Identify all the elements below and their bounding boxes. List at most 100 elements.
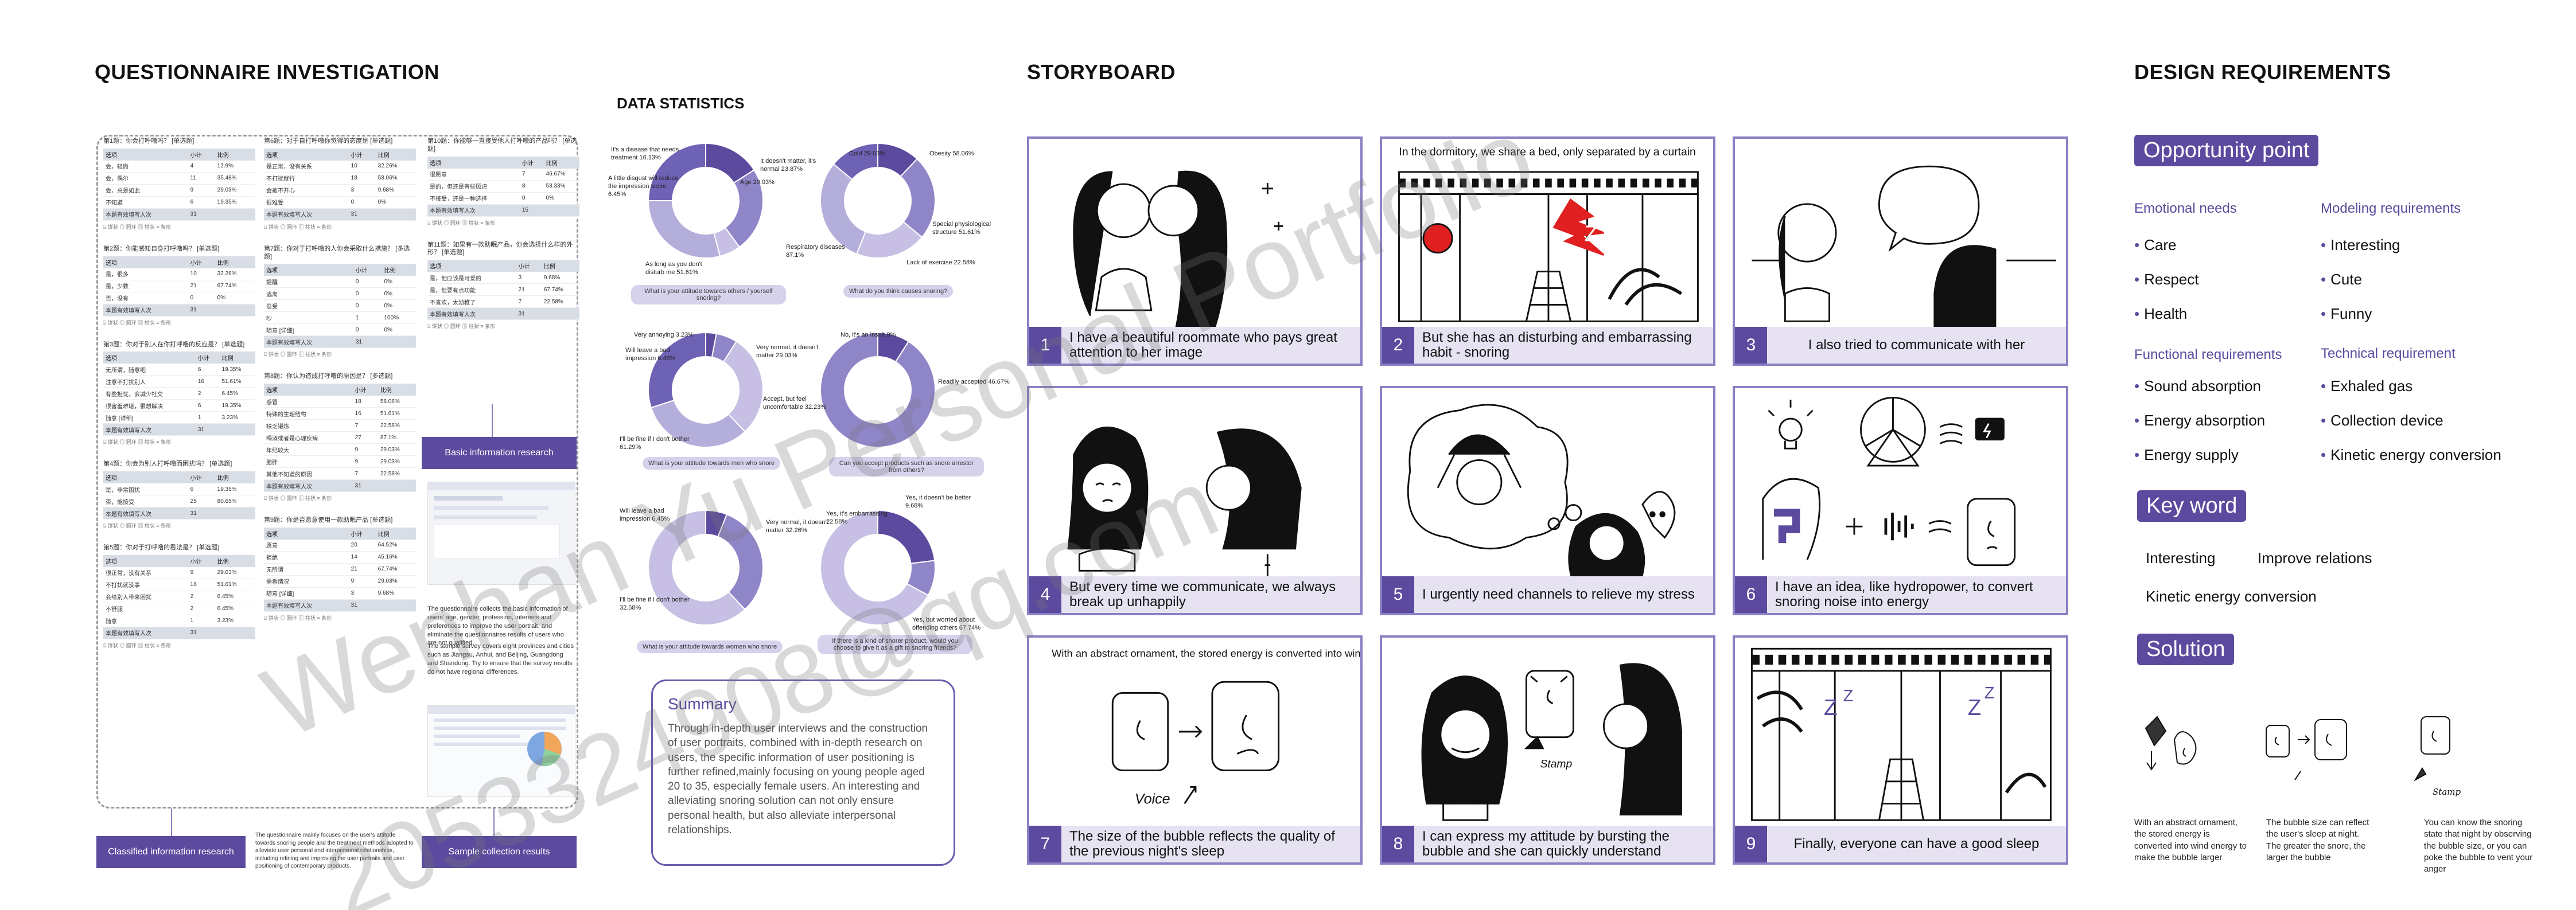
table-cell: 8: [519, 180, 544, 193]
storyboard-panel-8: Stamp 8 I can express my attitude by bur…: [1380, 635, 1715, 865]
summary-text: Through in-depth user interviews and the…: [668, 722, 928, 836]
panel-text: Finally, everyone can have a good sleep: [1793, 835, 2040, 852]
donut-label: Will leave a bad impression 6.45%: [625, 347, 676, 362]
table-cell: 很害羞难堪，很想解决: [103, 399, 196, 412]
chart-type-toolbar[interactable]: ⌸ 饼状 ◎ 圆环 ▥ 柱状 ≡ 条形: [103, 319, 172, 326]
storyboard-panel-4: 4 But every time we communicate, we alwa…: [1027, 386, 1363, 615]
table-cell: 其他不知道的原因: [264, 467, 353, 480]
table-cell: 1: [353, 311, 382, 325]
chart-type-toolbar[interactable]: ⌸ 饼状 ◎ 圆环 ▥ 柱状 ≡ 条形: [427, 323, 496, 329]
table-cell: 0: [353, 299, 382, 313]
question-title: 第4题：你会为别人打呼噜而困扰吗？ [单选题]: [103, 460, 232, 468]
panel-caption: 2 But she has an disturbing and embarras…: [1382, 327, 1713, 364]
svg-text:With an abstract ornament, the: With an abstract ornament, the stored en…: [1052, 647, 1360, 659]
chart-type-toolbar[interactable]: ⌸ 饼状 ◎ 圆环 ▥ 柱状 ≡ 条形: [264, 224, 332, 230]
table-cell: 67.74%: [541, 283, 579, 296]
panel-caption: 8 I can express my attitude by bursting …: [1382, 826, 1713, 862]
chart-type-toolbar[interactable]: ⌸ 饼状 ◎ 圆环 ▥ 柱状 ≡ 条形: [103, 224, 172, 230]
table-cell: 7: [516, 295, 542, 308]
table-cell: 否，能接受: [103, 495, 188, 507]
panel-number: 5: [1382, 576, 1414, 613]
table-cell: 0%: [382, 276, 416, 288]
donut-label: Cold 29.03%: [849, 150, 885, 157]
storyboard-panel-6: 6 I have an idea, like hydropower, to co…: [1733, 386, 2068, 615]
table-cell: 会，偶尔: [103, 172, 188, 185]
question-title: 第6题：对于自打呼噜你觉得的态度是 [单选题]: [264, 138, 393, 144]
panel-illustration: [1407, 404, 1676, 600]
question-title: 第11题：如果有一款助眠产品，你会选择什么样的外形？ [单选题]: [427, 241, 573, 256]
donut-label: Accept, but feel uncomfortable 32.23%: [763, 396, 827, 411]
table-total-cell: [378, 479, 416, 492]
table-cell: 年纪较大: [264, 443, 353, 456]
table-cell: 3.23%: [215, 615, 255, 627]
table-cell: 是的，但还是有些顾虑: [427, 180, 520, 193]
donut-label: As long as you don't disturb me 51.61%: [645, 261, 702, 276]
table-cell: 需看情况: [264, 575, 349, 588]
chart-type-toolbar[interactable]: ⌸ 饼状 ◎ 圆环 ▥ 柱状 ≡ 条形: [103, 642, 172, 649]
table-cell: 会被不开心: [264, 184, 349, 197]
table-cell: 吵: [264, 311, 353, 325]
table-header-cell: 比例: [215, 256, 255, 268]
table-cell: 67.74%: [215, 280, 255, 292]
sketch-bubble-icon: [2266, 719, 2347, 780]
table-header-cell: 小计: [352, 384, 378, 396]
donut-label: Very normal, it doesn't matter 29.03%: [756, 344, 819, 359]
table-cell: 6.45%: [215, 591, 255, 603]
table-cell: 否，没有: [103, 292, 188, 304]
table-header-cell: 选项: [264, 384, 353, 396]
table-total-cell: 31: [188, 627, 215, 639]
donut-segment: [820, 509, 929, 626]
chart-type-toolbar[interactable]: ⌸ 饼状 ◎ 圆环 ▥ 柱状 ≡ 条形: [264, 495, 332, 501]
panel-text: I have an idea, like hydropower, to conv…: [1775, 579, 2033, 610]
chart-type-toolbar[interactable]: ⌸ 饼状 ◎ 圆环 ▥ 柱状 ≡ 条形: [103, 523, 172, 529]
question-block: 第11题：如果有一款助眠产品，你会选择什么样的外形？ [单选题]选项小计比例是，…: [427, 241, 579, 330]
table-total-cell: [215, 627, 255, 639]
table-cell: 会给别人带来困扰: [103, 591, 188, 603]
sample-collection-button[interactable]: Sample collection results: [422, 836, 577, 868]
solution-note: The bubble size can reflect the user's s…: [2266, 818, 2369, 862]
basic-information-button[interactable]: Basic information research: [422, 437, 577, 469]
table-total-cell: 本题有效填写人次: [264, 208, 349, 221]
table-cell: 0%: [215, 292, 255, 304]
donut-segment: [648, 331, 706, 409]
donut-segment: [717, 513, 764, 611]
chart-type-toolbar[interactable]: ⌸ 饼状 ◎ 圆环 ▥ 柱状 ≡ 条形: [264, 351, 332, 358]
panel-caption: 1 I have a beautiful roommate who pays g…: [1029, 327, 1360, 364]
table-cell: 无所谓，随意吧: [103, 364, 196, 376]
donut-segment: [724, 169, 764, 248]
classified-information-button[interactable]: Classified information research: [96, 836, 246, 868]
donut-segment: [820, 163, 866, 255]
panel-illustration: With an abstract ornament, the stored en…: [1052, 647, 1360, 807]
table-total-cell: 本题有效填写人次: [103, 208, 188, 221]
donut-charts: [647, 142, 936, 626]
table-cell: 29.03%: [375, 575, 416, 588]
chart-type-toolbar[interactable]: ⌸ 饼状 ◎ 圆环 ▥ 柱状 ≡ 条形: [103, 439, 172, 446]
panel-number: 8: [1382, 826, 1414, 862]
table-cell: 感冒: [264, 396, 353, 408]
table-header-cell: 选项: [103, 256, 188, 268]
table-cell: 6: [195, 364, 220, 376]
table-header-cell: 选项: [103, 471, 188, 483]
donut-segment: [650, 399, 746, 448]
table-cell: 19.35%: [215, 196, 255, 209]
panel-number: 6: [1735, 576, 1767, 613]
panel-text: I also tried to communicate with her: [1808, 337, 2025, 353]
panel-caption: 4 But every time we communicate, we alwa…: [1029, 576, 1360, 613]
table-total-cell: 31: [348, 599, 376, 612]
table-cell: 0: [353, 287, 382, 300]
table-cell: 注意不打扰别人: [103, 375, 196, 388]
chart-type-toolbar[interactable]: ⌸ 饼状 ◎ 圆环 ▥ 柱状 ≡ 条形: [427, 220, 496, 226]
table-cell: 53.33%: [543, 180, 579, 193]
chart-type-toolbar[interactable]: ⌸ 饼状 ◎ 圆环 ▥ 柱状 ≡ 条形: [264, 615, 332, 621]
table-cell: 肥胖: [264, 455, 353, 468]
table-cell: 12.9%: [215, 160, 255, 173]
table-cell: 18: [348, 172, 376, 185]
stats-title: DATA STATISTICS: [617, 95, 745, 112]
table-cell: 会，轻微: [103, 160, 188, 173]
table-cell: 2: [188, 603, 215, 615]
stamp-label: Stamp: [2433, 787, 2461, 797]
table-cell: 9: [188, 184, 215, 197]
